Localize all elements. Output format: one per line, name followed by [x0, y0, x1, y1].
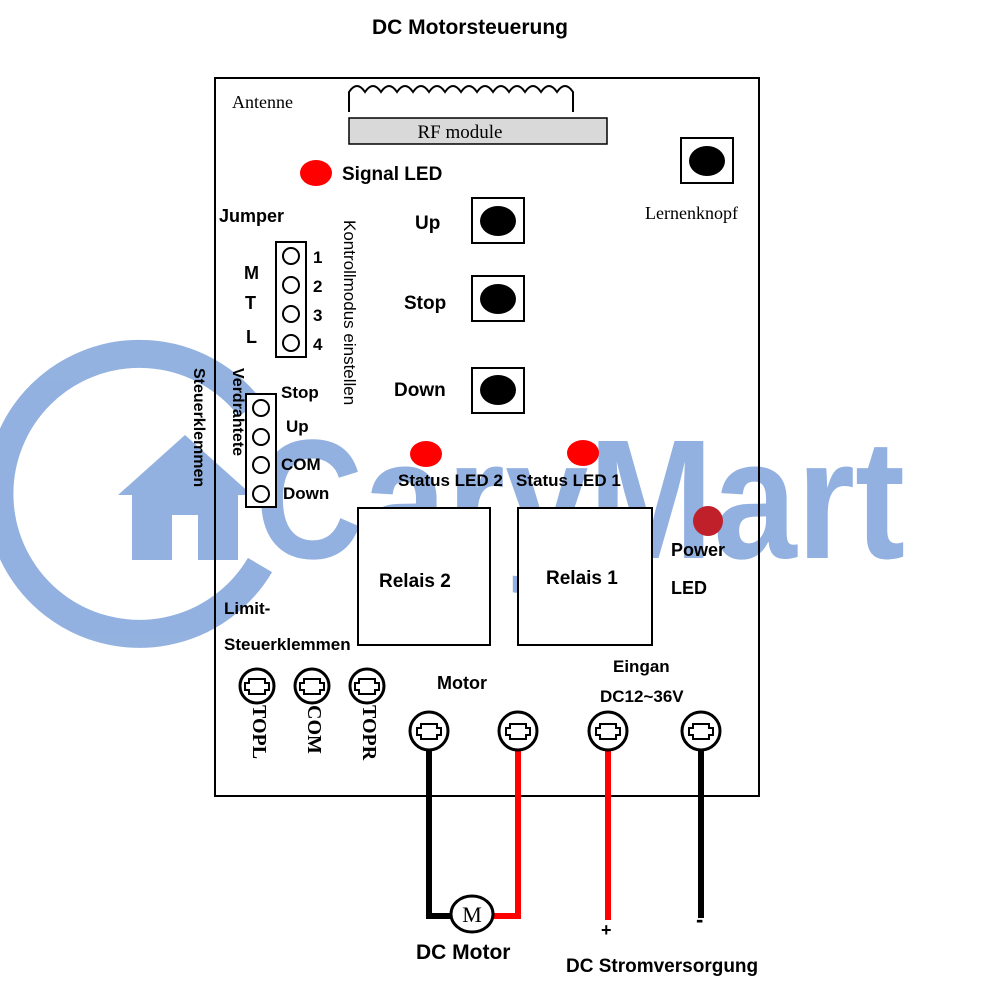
relay-2 [357, 507, 491, 646]
antenna-coil [348, 85, 574, 112]
stop-button-cap[interactable] [480, 284, 516, 314]
jumper-pin-3[interactable] [282, 305, 300, 323]
limit-label-line2: Steuerklemmen [224, 635, 351, 654]
wired-terminal-label-com: COM [281, 455, 321, 474]
wired-terminal-up[interactable] [252, 428, 270, 446]
power-terminal-positive[interactable] [587, 710, 629, 752]
wired-terminal-label-up: Up [286, 417, 309, 436]
power-led-label-line2: LED [671, 578, 707, 598]
jumper-pin-2[interactable] [282, 276, 300, 294]
wired-terminal-down[interactable] [252, 485, 270, 503]
limit-terminal-label-topl: TOPL [248, 705, 270, 759]
power-led-label-line1: Power [671, 540, 725, 560]
jumper-pin-number-1: 1 [313, 248, 322, 267]
relay-2-label: Relais 2 [379, 571, 451, 592]
up-button-label: Up [415, 213, 440, 234]
rf-module-label: RF module [418, 122, 503, 143]
motor-terminal-2[interactable] [497, 710, 539, 752]
wired-terminal-com[interactable] [252, 456, 270, 474]
jumper-pin-number-2: 2 [313, 277, 322, 296]
down-button-cap[interactable] [480, 375, 516, 405]
wired-terminal-label-stop: Stop [281, 383, 319, 402]
power-supply-label: DC Stromversorgung [566, 956, 758, 977]
signal-led-label: Signal LED [342, 164, 442, 185]
dc-motor-symbol: M [462, 902, 482, 927]
power-plus-sign: + [601, 920, 612, 940]
wired-terminals-label: Steuerklemmen [190, 368, 207, 487]
status-led-1-label: Status LED 1 [516, 471, 621, 490]
antenna-label: Antenne [232, 92, 293, 112]
motor-terminal-1[interactable] [408, 710, 450, 752]
status-led-2-label: Status LED 2 [398, 471, 503, 490]
jumper-label: Jumper [219, 206, 284, 226]
learn-button-cap[interactable] [689, 146, 725, 176]
motor-wire-red [493, 738, 521, 919]
up-button-cap[interactable] [480, 206, 516, 236]
power-input-label-line1: Eingan [613, 657, 670, 676]
rf-module [348, 117, 608, 145]
jumper-pin-number-3: 3 [313, 306, 322, 325]
dc-motor-label: DC Motor [416, 941, 510, 964]
limit-label-line1: Limit- [224, 599, 270, 618]
jumper-mode-l: L [246, 327, 257, 347]
watermark-house-icon [118, 435, 252, 560]
power-minus-sign: - [696, 907, 703, 932]
motor-terminals-label: Motor [437, 673, 487, 693]
controller-board [214, 77, 760, 797]
power-input-label-line2: DC12~36V [600, 687, 684, 706]
status-led-1 [567, 440, 599, 466]
wired-terminal-stop[interactable] [252, 399, 270, 417]
control-mode-label: Kontrollmodus einstellen [340, 220, 359, 405]
limit-terminal-label-com: COM [303, 705, 325, 754]
motor-wire-black [426, 738, 453, 919]
watermark-house-ring [0, 339, 273, 648]
learn-button-label: Lernenknopf [645, 203, 738, 223]
limit-terminal-topl[interactable] [238, 667, 276, 705]
status-led-2 [410, 441, 442, 467]
down-button-label: Down [394, 380, 446, 401]
jumper-pin-number-4: 4 [313, 335, 323, 354]
relay-1 [517, 507, 653, 646]
relay-1-label: Relais 1 [546, 568, 618, 589]
limit-terminal-label-topr: TOPR [358, 705, 380, 761]
diagram-title: DC Motorsteuerung [372, 16, 568, 39]
power-led [693, 506, 723, 536]
wired-terminals-sublabel: Verdrahtete [229, 368, 246, 456]
limit-terminal-topr[interactable] [348, 667, 386, 705]
dc-motor [449, 894, 495, 934]
signal-led [300, 160, 332, 186]
limit-terminal-com[interactable] [293, 667, 331, 705]
jumper-pin-4[interactable] [282, 334, 300, 352]
stop-button-label: Stop [404, 293, 446, 314]
watermark-house-door [172, 515, 198, 560]
jumper-mode-m: M [244, 263, 259, 283]
jumper-pin-1[interactable] [282, 247, 300, 265]
power-terminal-negative[interactable] [680, 710, 722, 752]
jumper-mode-t: T [245, 293, 256, 313]
wired-terminal-label-down: Down [283, 484, 329, 503]
